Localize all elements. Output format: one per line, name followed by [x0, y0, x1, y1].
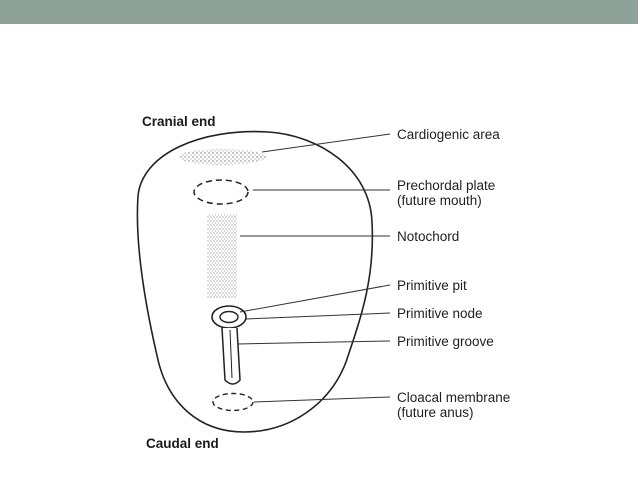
- label-primitive-pit: Primitive pit: [397, 278, 467, 293]
- primitive-groove: [229, 329, 233, 379]
- primitive-pit: [219, 310, 239, 324]
- leader-primitive-node: [245, 312, 391, 320]
- cranial-end-label: Cranial end: [142, 114, 216, 129]
- label-cloacal-membrane: Cloacal membrane: [397, 390, 510, 405]
- leader-cardiogenic: [261, 133, 391, 153]
- label-prechordal-plate: Prechordal plate: [397, 178, 495, 193]
- leader-primitive-pit: [239, 284, 391, 313]
- cloacal-membrane: [212, 392, 254, 412]
- label-prechordal-future-mouth: (future mouth): [397, 193, 482, 208]
- label-primitive-node: Primitive node: [397, 306, 483, 321]
- leader-primitive-groove: [237, 340, 391, 345]
- leader-cloacal: [253, 396, 391, 403]
- prechordal-plate: [193, 179, 249, 205]
- label-cloacal-future-anus: (future anus): [397, 405, 474, 420]
- label-cardiogenic-area: Cardiogenic area: [397, 127, 500, 142]
- label-notochord: Notochord: [397, 229, 459, 244]
- notochord: [207, 214, 237, 298]
- embryonic-disc-outline: [136, 130, 374, 433]
- caudal-end-label: Caudal end: [146, 436, 219, 451]
- label-primitive-groove: Primitive groove: [397, 334, 494, 349]
- header-bar: [0, 0, 638, 24]
- cardiogenic-area: [178, 149, 266, 165]
